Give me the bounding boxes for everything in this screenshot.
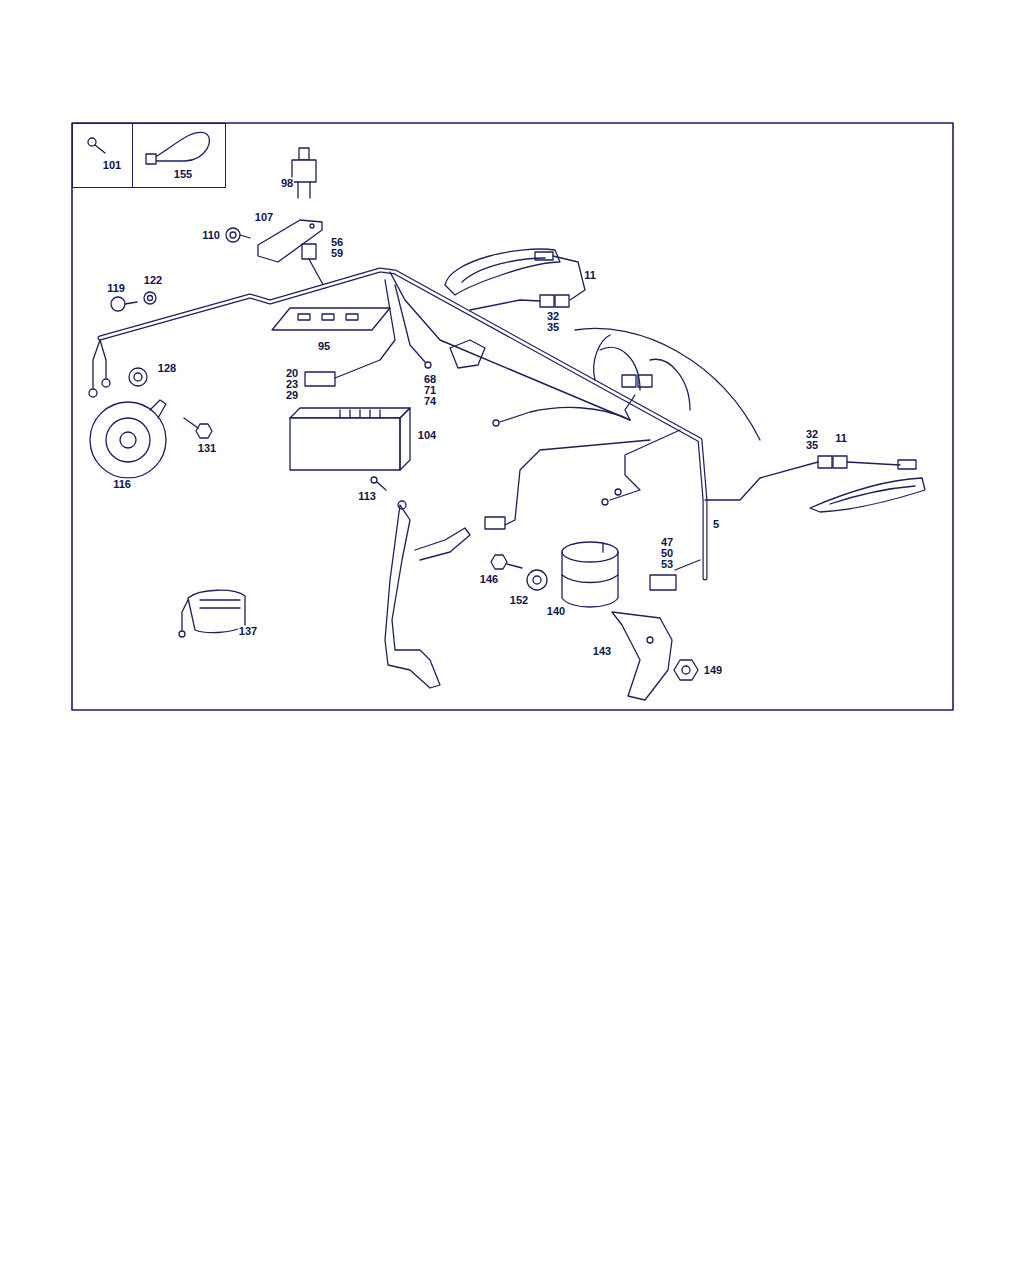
callout-number: 149	[703, 665, 723, 676]
callout-number: 50	[660, 548, 674, 559]
callout-number: 74	[423, 396, 437, 407]
callout-number: 155	[173, 169, 193, 180]
callout-number: 122	[143, 275, 163, 286]
callout-number: 11	[834, 433, 848, 444]
callout-number: 146	[479, 574, 499, 585]
inset-cell: 155	[132, 123, 226, 188]
callout-number: 35	[805, 440, 819, 451]
callout-number: 47	[660, 537, 674, 548]
callout-number: 119	[106, 283, 126, 294]
inset-cell: 101	[72, 123, 133, 188]
callout-number: 59	[330, 248, 344, 259]
callout-number: 101	[102, 160, 122, 171]
callout-number: 143	[592, 646, 612, 657]
callout-number: 32	[805, 429, 819, 440]
callout-number: 113	[357, 491, 377, 502]
callout-number: 56	[330, 237, 344, 248]
callout-number: 152	[509, 595, 529, 606]
callout-number: 104	[417, 430, 437, 441]
callout-number: 35	[546, 322, 560, 333]
callout-number: 110	[201, 230, 221, 241]
callout-number: 23	[285, 379, 299, 390]
callout-number: 68	[423, 374, 437, 385]
callout-number: 71	[423, 385, 437, 396]
callout-number: 131	[197, 443, 217, 454]
callout-number: 98	[280, 178, 294, 189]
callout-number: 95	[317, 341, 331, 352]
callout-number: 20	[285, 368, 299, 379]
callout-number: 32	[546, 311, 560, 322]
callout-number: 11	[583, 270, 597, 281]
callout-number: 29	[285, 390, 299, 401]
callout-number: 5	[712, 519, 720, 530]
callout-number: 116	[112, 479, 132, 490]
callout-number: 107	[254, 212, 274, 223]
callout-number: 137	[238, 626, 258, 637]
callout-number: 128	[157, 363, 177, 374]
callout-number: 53	[660, 559, 674, 570]
callout-number: 140	[546, 606, 566, 617]
